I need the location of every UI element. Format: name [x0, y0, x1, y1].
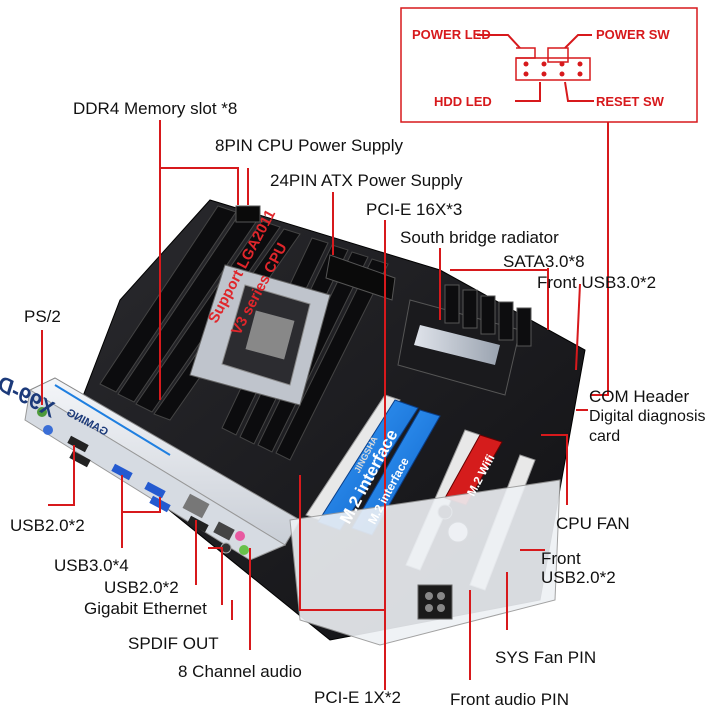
cpu-socket-icon [189, 264, 331, 406]
atx-power-label: 24PIN ATX Power Supply [270, 171, 463, 190]
pcie16-label: PCI-E 16X*3 [366, 200, 463, 219]
ps2-label: PS/2 [24, 307, 61, 326]
cpu-power-label: 8PIN CPU Power Supply [215, 136, 404, 155]
pin-header-icon [515, 47, 591, 81]
atx-connector [325, 254, 396, 301]
cpu-fan-label: CPU FAN [556, 514, 630, 533]
usb20-rear-label: USB2.0*2 [10, 516, 85, 535]
power-led-label: POWER LED [412, 27, 491, 42]
front-audio-label: Front audio PIN [450, 690, 570, 709]
sata-label: SATA3.0*8 [503, 252, 585, 271]
pcie1-label: PCI-E 1X*2 [314, 688, 401, 707]
chipset-shroud [289, 479, 561, 646]
com-label: COM Header [589, 387, 690, 406]
ddr4-label: DDR4 Memory slot *8 [73, 99, 238, 118]
spdif-label: SPDIF OUT [128, 634, 219, 653]
front-panel-header-box [400, 7, 698, 123]
diag-label-2: card [589, 428, 621, 445]
south-bridge-label: South bridge radiator [400, 228, 559, 247]
diag-label-1: Digital diagnosis [589, 408, 706, 425]
usb30-label: USB3.0*4 [54, 556, 129, 575]
sata-ports [444, 284, 532, 347]
front-usb2-label-2: USB2.0*2 [541, 568, 616, 587]
io-ports [37, 407, 249, 555]
sys-fan-label: SYS Fan PIN [495, 648, 597, 667]
hdd-led-label: HDD LED [434, 94, 492, 109]
front-usb3-label: Front USB3.0*2 [537, 273, 657, 292]
audio-label: 8 Channel audio [178, 662, 302, 681]
power-sw-label: POWER SW [596, 27, 670, 42]
reset-sw-label: RESET SW [596, 94, 664, 109]
ethernet-label: Gigabit Ethernet [84, 599, 207, 618]
usb20-label-2: USB2.0*2 [104, 578, 179, 597]
cpu-power-connector [235, 205, 261, 223]
leader-lines [41, 34, 609, 690]
front-usb2-label-1: Front [541, 549, 581, 568]
